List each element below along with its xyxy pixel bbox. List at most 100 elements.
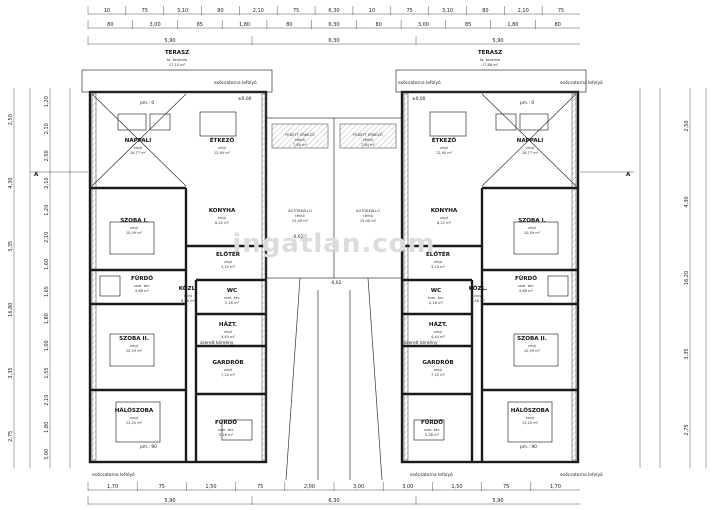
dimension-label: 3,10 [442, 8, 453, 14]
svg-text:5,88 m²: 5,88 m² [135, 289, 150, 293]
svg-text:17,10 m²: 17,10 m² [169, 63, 186, 67]
room-etkezo-left: ÉTKEZŐ vinyl 12,90 m² [210, 136, 235, 155]
svg-text:13,20 m²: 13,20 m² [522, 421, 539, 425]
dimension-label: 3,00 [353, 484, 364, 490]
chimney-label: szerelt kémény [404, 339, 438, 346]
svg-text:HÁZT.: HÁZT. [429, 321, 447, 328]
dimension-label: 1,70 [550, 484, 561, 490]
svg-text:SZOBA II.: SZOBA II. [517, 336, 547, 342]
dimension-label: 16,20 [684, 271, 690, 285]
left-unit: TERASZ fa. kerámia 17,10 m² NAPPALI viny… [81, 50, 273, 478]
dimension-label: 2,75 [8, 431, 14, 442]
carport: FEDETT ÉRKEZŐ térkő 7,84 m² FEDETT ÉRKEZ… [265, 117, 403, 481]
room-haztart-left: HÁZT. vinyl 4,44 m² [219, 321, 237, 339]
svg-text:7,10 m²: 7,10 m² [431, 373, 446, 377]
svg-text:HÁLÓSZOBA: HÁLÓSZOBA [115, 407, 154, 414]
svg-text:vinyl: vinyl [130, 416, 139, 420]
dimension-label: 80 [286, 22, 292, 28]
dimension-label: 5,90 [492, 498, 503, 504]
room-wc-right: WC csm. ker. 2,16 m² [428, 288, 444, 305]
svg-text:csm. ker.: csm. ker. [134, 284, 150, 288]
svg-text:ELŐTÉR: ELŐTÉR [426, 250, 451, 258]
svg-text:csm. ker.: csm. ker. [224, 296, 240, 300]
pm-marker: pm.: 0 [140, 100, 154, 106]
dimension-label: 2,00 [304, 484, 315, 490]
svg-text:FÜRDŐ: FÜRDŐ [131, 275, 153, 282]
dimension-label: 3,00 [402, 484, 413, 490]
room-wc-left: WC csm. ker. 2,16 m² [224, 288, 240, 305]
dimension-label: 75 [407, 8, 413, 14]
dimension-label: 3,00 [150, 22, 161, 28]
room-kozl-left: KÖZL. vinyl 6,48 m² [179, 285, 198, 303]
room-szoba2-left: SZOBA II. vinyl 10,59 m² [119, 336, 149, 353]
level-marker: ±0,00 [412, 96, 426, 102]
dimension-label: 1,50 [451, 484, 462, 490]
svg-text:NAPPALI: NAPPALI [517, 138, 544, 144]
svg-text:6,48 m²: 6,48 m² [181, 299, 196, 303]
room-furdo2-left: FÜRDŐ csm. ker. 5,28 m² [215, 419, 237, 437]
dimension-label: 1,60 [44, 259, 50, 270]
svg-text:5,28 m²: 5,28 m² [219, 433, 234, 437]
room-eloter-left: ELŐTÉR vinyl 3,10 m² [216, 250, 241, 269]
svg-text:4,44 m²: 4,44 m² [431, 335, 446, 339]
svg-text:vinyl: vinyl [130, 226, 139, 230]
dimension-label: 6,30 [328, 22, 339, 28]
dimension-label: 2,10 [44, 177, 50, 188]
svg-text:vinyl: vinyl [218, 146, 227, 150]
watermark: ingatlan.com [232, 229, 435, 259]
pm-marker: pm.: 0 [520, 100, 534, 106]
dimension-label: 2,10 [44, 395, 50, 406]
dimension-label: 6,30 [328, 8, 339, 14]
svg-text:15,00 m²: 15,00 m² [360, 219, 377, 223]
gutter-label: esőcsatorna lefolyó [410, 471, 453, 478]
dimension-label: 75 [558, 8, 564, 14]
svg-text:7,10 m²: 7,10 m² [221, 373, 236, 377]
svg-text:vinyl: vinyl [434, 368, 443, 372]
room-nappali-left: NAPPALI vinyl 16,77 m² [125, 138, 152, 155]
svg-text:ÉTKEZŐ: ÉTKEZŐ [210, 136, 235, 144]
svg-text:6,48 m²: 6,48 m² [471, 299, 486, 303]
dimension-label: 5,90 [164, 498, 175, 504]
dimension-label: 1,65 [44, 286, 50, 297]
svg-text:8,22 m²: 8,22 m² [215, 221, 230, 225]
room-kozl-right: KÖZL. vinyl 6,48 m² [469, 285, 488, 303]
dimension-label: 85 [465, 22, 471, 28]
room-haloszoba-right: HÁLÓSZOBA vinyl 13,20 m² [511, 407, 550, 425]
svg-text:NAPPALI: NAPPALI [125, 138, 152, 144]
svg-text:vinyl: vinyl [434, 330, 443, 334]
room-autobeallo-left: AUTÓBEÁLLÓ térkő 15,00 m² [288, 208, 312, 223]
svg-text:vinyl: vinyl [224, 368, 233, 372]
dimension-label: 2,50 [8, 114, 14, 125]
dimension-label: 1,80 [44, 422, 50, 433]
svg-text:2,16 m²: 2,16 m² [429, 301, 444, 305]
room-haloszoba-left: HÁLÓSZOBA vinyl 13,20 m² [115, 407, 154, 425]
dimension-label: 1,00 [44, 340, 50, 351]
dimension-label: 80 [107, 22, 113, 28]
svg-text:5,28 m²: 5,28 m² [425, 433, 440, 437]
dimension-label: 75 [293, 8, 299, 14]
room-szoba2-right: SZOBA II. vinyl 10,59 m² [517, 336, 547, 353]
dimension-label: 1,50 [205, 484, 216, 490]
dimension-label: 3,35 [684, 348, 690, 359]
dimension-label: 1,20 [44, 96, 50, 107]
svg-text:FÜRDŐ: FÜRDŐ [215, 419, 237, 426]
dimension-label: 1,80 [44, 313, 50, 324]
svg-text:fa. kerámia: fa. kerámia [480, 58, 500, 62]
dimension-label: 2,10 [253, 8, 264, 14]
svg-text:FEDETT ÉRKEZŐ: FEDETT ÉRKEZŐ [353, 132, 383, 137]
dimension-label: 5,90 [492, 38, 503, 44]
svg-text:AUTÓBEÁLLÓ: AUTÓBEÁLLÓ [288, 208, 312, 213]
room-fedett-erkezo-right: FEDETT ÉRKEZŐ térkő 7,84 m² [353, 132, 383, 147]
dimension-label: 3,00 [44, 449, 50, 460]
svg-text:7,84 m²: 7,84 m² [293, 143, 308, 147]
svg-text:WC: WC [227, 288, 237, 294]
dimension-label: 1,80 [507, 22, 518, 28]
dimension-label: 75 [159, 484, 165, 490]
svg-text:10,59 m²: 10,59 m² [524, 349, 541, 353]
svg-text:fa. kerámia: fa. kerámia [167, 58, 187, 62]
svg-text:KÖZL.: KÖZL. [179, 285, 198, 292]
svg-text:csm. ker.: csm. ker. [428, 296, 444, 300]
